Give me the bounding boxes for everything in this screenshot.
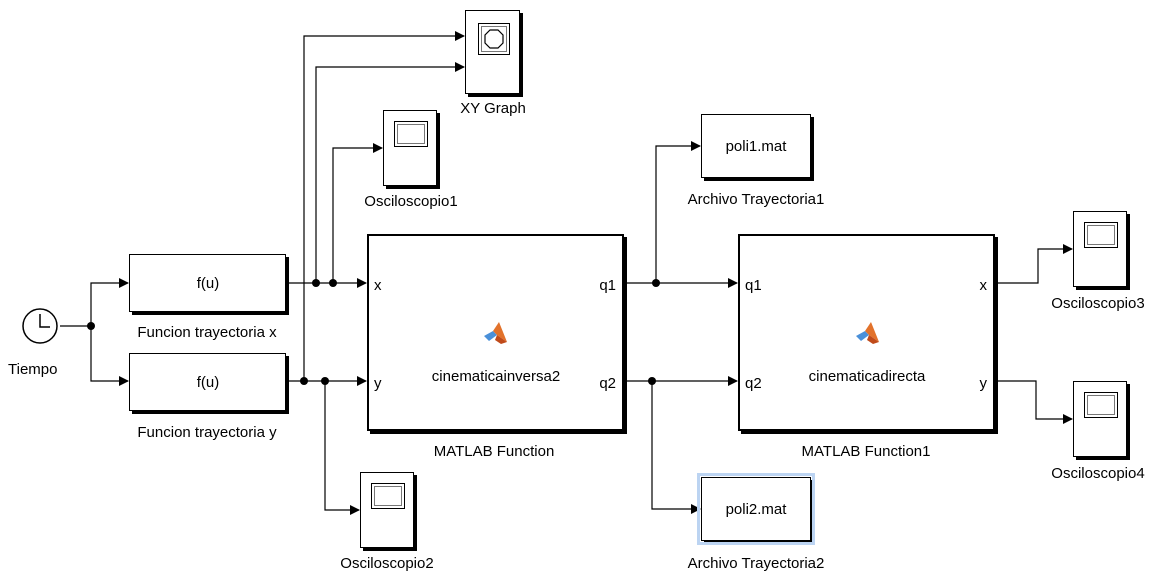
fk-port-q2: q2 xyxy=(745,375,762,392)
file2-label: Archivo Trayectoria2 xyxy=(687,555,825,572)
ik-port-y: y xyxy=(374,375,382,392)
clock-block[interactable] xyxy=(20,306,60,346)
scope-screen-icon xyxy=(394,121,428,147)
scope2-label: Osciloscopio2 xyxy=(340,555,434,572)
junction-dot xyxy=(312,279,320,287)
xy-graph-label: XY Graph xyxy=(460,100,526,117)
file2-filename: poli2.mat xyxy=(725,501,787,518)
clock-icon xyxy=(22,308,58,344)
scope3-block[interactable] xyxy=(1073,211,1127,287)
clock-label: Tiempo xyxy=(8,361,58,378)
ik-function-name: cinematicainversa2 xyxy=(431,368,561,385)
wire-y-xygraph1 xyxy=(303,31,465,381)
fk-function-name: cinematicadirecta xyxy=(808,368,926,385)
wire-fkx-scope3 xyxy=(996,244,1073,284)
fk-port-x: x xyxy=(979,277,988,294)
wire-x-xygraph2 xyxy=(315,62,465,283)
fcn-y-block[interactable]: f(u) xyxy=(129,353,286,411)
junction-dot xyxy=(87,322,95,330)
fcn-x-block[interactable]: f(u) xyxy=(129,254,286,312)
wire-clock-fcny xyxy=(90,326,129,386)
ik-matlab-function-block[interactable]: x y q1 q2 cinematicainversa2 xyxy=(367,234,624,431)
junction-dot xyxy=(329,279,337,287)
fcn-x-label: Funcion trayectoria x xyxy=(137,324,277,341)
scope3-label: Osciloscopio3 xyxy=(1051,295,1145,312)
fk-block-label: MATLAB Function1 xyxy=(801,443,931,460)
scope-screen-icon xyxy=(1084,392,1118,418)
scope-screen-icon xyxy=(371,483,405,509)
scope-screen-icon xyxy=(1084,222,1118,248)
matlab-logo-icon xyxy=(484,322,507,344)
junction-dot xyxy=(300,377,308,385)
matlab-logo-icon xyxy=(856,322,879,344)
xy-graph-screen-icon xyxy=(478,23,510,55)
fcn-y-label: Funcion trayectoria y xyxy=(137,424,277,441)
scope4-label: Osciloscopio4 xyxy=(1051,465,1145,482)
fk-port-q1: q1 xyxy=(745,277,762,294)
junction-dot xyxy=(652,279,660,287)
scope1-block[interactable] xyxy=(383,110,437,186)
file1-block[interactable]: poli1.mat xyxy=(701,114,811,178)
fk-matlab-function-block[interactable]: q1 q2 x y cinematicadirecta xyxy=(738,234,995,431)
wire-q2-file2 xyxy=(651,381,701,514)
ik-port-q2: q2 xyxy=(599,375,616,392)
fk-port-y: y xyxy=(979,375,988,392)
ik-port-x: x xyxy=(374,277,382,294)
wire-y-scope2 xyxy=(324,381,360,515)
junction-dot xyxy=(321,377,329,385)
scope2-block[interactable] xyxy=(360,472,414,548)
xy-graph-block[interactable] xyxy=(465,10,520,94)
wire-q1-file1 xyxy=(655,141,701,283)
ik-port-q1: q1 xyxy=(599,277,616,294)
fcn-y-expr: f(u) xyxy=(196,374,220,391)
file2-block[interactable]: poli2.mat xyxy=(697,473,815,545)
file1-filename: poli1.mat xyxy=(725,138,787,155)
scope4-block[interactable] xyxy=(1073,381,1127,457)
file1-label: Archivo Trayectoria1 xyxy=(687,191,825,208)
scope1-label: Osciloscopio1 xyxy=(364,193,458,210)
junction-dot xyxy=(648,377,656,385)
wire-fky-scope4 xyxy=(996,380,1073,424)
ik-block-label: MATLAB Function xyxy=(433,443,555,460)
wire-x-scope1 xyxy=(332,143,383,283)
fcn-x-expr: f(u) xyxy=(196,275,220,292)
wire-clock-fcnx xyxy=(60,278,129,327)
